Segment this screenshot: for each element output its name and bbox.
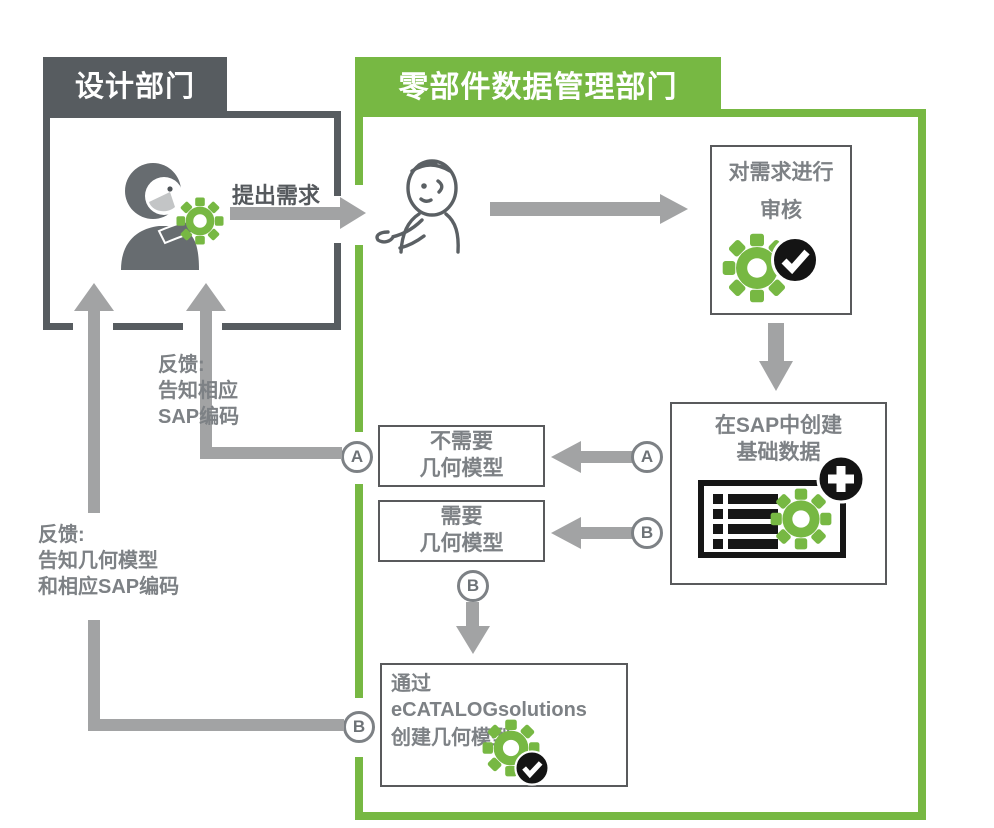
need-model-box: 需要 几何模型	[378, 500, 545, 562]
green-box-border-left-4	[355, 757, 363, 820]
branch-a-arrow-shaft	[581, 451, 632, 463]
sap-data-icon	[698, 454, 866, 558]
need-model-line2: 几何模型	[419, 532, 504, 555]
review-to-sap-arrow-shaft	[768, 323, 784, 363]
review-box-line1: 对需求进行	[728, 161, 834, 184]
design-box-border-left	[43, 111, 50, 330]
b-down-arrow-shaft	[466, 602, 479, 628]
branch-b-arrow-head	[551, 517, 581, 549]
design-box-border-right-upper	[334, 111, 341, 196]
ecatalog-line2: 创建几何模型	[391, 727, 511, 750]
feedback-b-vertical-bar-lower	[88, 620, 100, 731]
design-box-border-bottom-3	[222, 323, 341, 330]
feedback-a-horizontal-bar	[200, 447, 342, 459]
design-box-border-bottom-2	[113, 323, 183, 330]
review-to-sap-arrow-head	[759, 361, 793, 391]
parts-data-department-header: 零部件数据管理部门	[355, 57, 721, 111]
review-box-line2: 审核	[760, 198, 802, 222]
feedback-a-vertical-bar	[200, 310, 212, 450]
gear-icon	[770, 488, 832, 550]
feedback-b-text: 反馈: 告知几何模型 和相应SAP编码	[38, 522, 179, 600]
green-box-border-bottom	[355, 812, 926, 820]
to-review-arrow-shaft	[490, 202, 662, 216]
route-b-circle: B	[457, 570, 489, 602]
plus-badge-icon	[816, 454, 866, 504]
check-badge-icon	[514, 750, 550, 786]
clerk-person-icon	[375, 159, 460, 254]
design-box-border-top	[43, 111, 341, 118]
feedback-b-horizontal-bar	[88, 719, 344, 731]
need-model-line1: 需要	[440, 505, 483, 529]
request-arrow-label: 提出需求	[232, 183, 321, 208]
request-arrow-shaft	[230, 207, 342, 220]
ecatalog-box: 通过eCATALOGsolutions 创建几何模型	[380, 663, 628, 787]
feedback-a-line2: 告知相应	[158, 380, 238, 402]
feedback-b-line1: 反馈:	[38, 524, 85, 546]
branch-b-arrow-shaft	[581, 527, 632, 539]
green-box-border-top	[355, 109, 926, 117]
feedback-b-circle: B	[343, 711, 375, 743]
design-department-header: 设计部门	[43, 57, 227, 111]
green-box-border-left-2	[355, 245, 363, 432]
no-model-box: 不需要 几何模型	[378, 425, 545, 487]
no-model-line2: 几何模型	[419, 457, 504, 480]
design-department-title: 设计部门	[74, 71, 195, 103]
sap-box-line2: 基础数据	[736, 440, 821, 464]
feedback-b-line3: 和相应SAP编码	[38, 576, 180, 598]
green-box-border-left-3	[355, 484, 363, 698]
ecatalog-line1: 通过eCATALOGsolutions	[391, 673, 587, 721]
gear-icon	[176, 197, 224, 245]
request-arrow-head	[340, 197, 366, 229]
parts-data-department-title: 零部件数据管理部门	[398, 71, 678, 104]
feedback-a-circle: A	[341, 441, 373, 473]
branch-a-circle: A	[631, 441, 663, 473]
feedback-b-line2: 告知几何模型	[38, 550, 158, 572]
green-box-border-right	[918, 109, 926, 820]
branch-b-circle: B	[631, 517, 663, 549]
feedback-a-text: 反馈: 告知相应 SAP编码	[158, 352, 239, 430]
list-icon	[713, 494, 778, 549]
feedback-a-line1: 反馈:	[158, 354, 205, 376]
feedback-a-arrow-head	[186, 283, 226, 311]
b-down-arrow-head	[456, 626, 490, 654]
sap-box-line1: 在SAP中创建	[714, 414, 843, 437]
design-box-border-bottom-1	[43, 323, 73, 330]
feedback-a-line3: SAP编码	[158, 406, 240, 428]
branch-a-arrow-head	[551, 441, 581, 473]
no-model-line1: 不需要	[430, 430, 493, 454]
check-badge-icon	[771, 236, 819, 284]
feedback-b-vertical-bar-upper	[88, 310, 100, 513]
to-review-arrow-head	[660, 194, 688, 224]
green-box-border-left-1	[355, 109, 363, 185]
feedback-b-arrow-head	[74, 283, 114, 311]
design-box-border-right-lower	[334, 243, 341, 330]
